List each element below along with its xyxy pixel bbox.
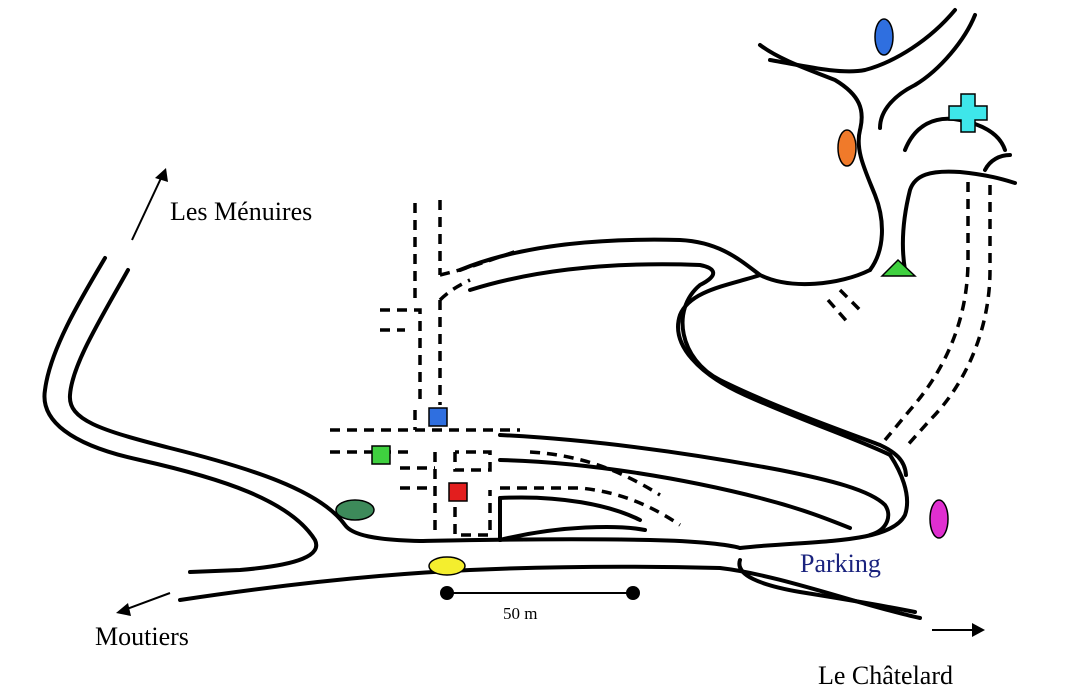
label-les-menuires: Les Ménuires: [170, 197, 312, 226]
label-moutiers: Moutiers: [95, 622, 189, 651]
yellow-oval-marker[interactable]: [428, 556, 466, 576]
scale-bar: 50 m: [440, 586, 640, 623]
scale-bar-start: [440, 586, 454, 600]
orange-oval-marker[interactable]: [837, 129, 857, 167]
road-network: [42, 8, 1017, 620]
darkgreen-oval-marker[interactable]: [335, 499, 375, 521]
label-le-chatelard: Le Châtelard: [818, 661, 953, 690]
blue-oval-marker[interactable]: [874, 18, 894, 56]
label-parking: Parking: [800, 549, 881, 578]
arrow-les-menuires: [131, 168, 168, 241]
footpaths: [330, 182, 992, 537]
arrow-le-chatelard: [932, 623, 985, 637]
cyan-cross-marker[interactable]: [948, 93, 988, 133]
arrow-moutiers: [116, 592, 171, 616]
scale-bar-end: [626, 586, 640, 600]
blue-square-marker[interactable]: [428, 407, 448, 427]
red-square-marker[interactable]: [448, 482, 468, 502]
scale-bar-label: 50 m: [503, 604, 537, 623]
green-square-marker[interactable]: [371, 445, 391, 465]
green-triangle-marker[interactable]: [880, 258, 917, 277]
magenta-oval-marker[interactable]: [929, 499, 949, 539]
